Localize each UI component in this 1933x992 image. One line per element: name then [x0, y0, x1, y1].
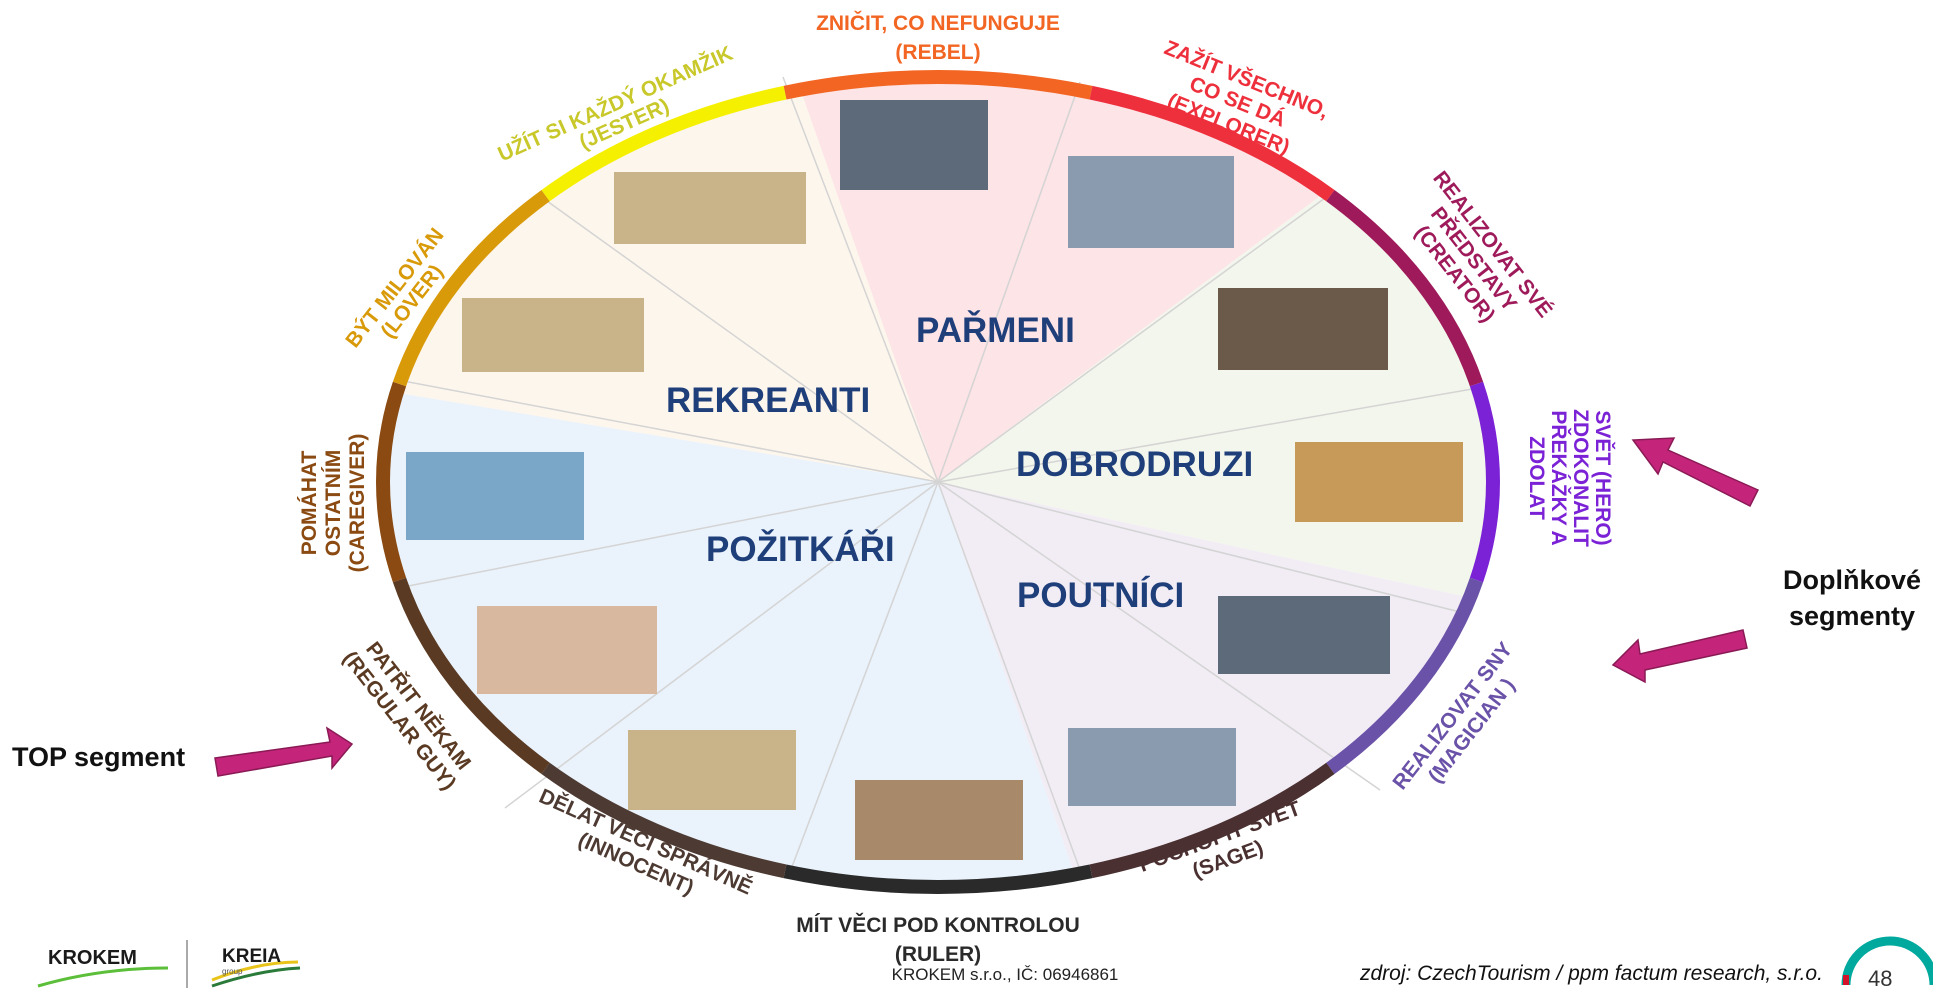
archetype-caregiver-label-2: OSTATNÍM — [322, 450, 345, 557]
segment-poutnici: POUTNÍCI — [1017, 575, 1184, 615]
photo-jacuzzi-family — [406, 452, 584, 540]
kreia-logo-subtitle: group — [222, 967, 243, 976]
rim-arc-jester — [541, 85, 787, 202]
rim-arc-explorer — [1089, 85, 1335, 202]
rim-arc-sage — [1089, 762, 1335, 879]
arrow-doplnkove-hero — [1631, 437, 1760, 508]
logo-swooshes — [37, 960, 301, 988]
photo-party — [840, 100, 988, 190]
photo-family-beach — [628, 730, 796, 810]
top-segment-annotation: TOP segment — [12, 742, 186, 772]
photo-seniors — [1068, 728, 1236, 806]
rim-arc-creator — [1326, 189, 1484, 387]
segment-pozitkari: POŽITKÁŘI — [706, 529, 895, 569]
segment-rekreanti: REKREANTI — [666, 381, 870, 420]
photos — [406, 100, 1463, 860]
segment-dobrodruzi: DOBRODRUZI — [1016, 445, 1253, 484]
wheel-spokes — [397, 76, 1479, 873]
company-info: KROKEM s.r.o., IČ: 06946861 — [891, 965, 1119, 984]
rim-arc-hero — [1469, 381, 1500, 583]
rim-arc-lover — [392, 189, 550, 387]
archetype-hero-label-3: ZDOKONALIT — [1569, 409, 1592, 547]
rim-arc-regular — [392, 577, 550, 775]
archetype-caregiver-label: POMÁHAT — [298, 451, 321, 556]
rim-arc-ruler — [783, 864, 1093, 894]
archetype-rebel-name: (REBEL) — [895, 41, 980, 64]
rim-arc-caregiver — [376, 381, 407, 583]
source-note: zdroj: CzechTourism / ppm factum researc… — [1360, 962, 1823, 985]
photo-bridge-group — [1068, 156, 1234, 248]
arrows — [214, 437, 1760, 777]
page-badge — [1841, 936, 1933, 986]
krokem-logo: KROKEM — [48, 947, 137, 969]
photo-massage — [477, 606, 657, 694]
arrow-doplnkove-magician — [1611, 629, 1748, 684]
photo-selfie-couple — [462, 298, 644, 372]
doplnkove-line-1: Doplňkové — [1782, 565, 1922, 595]
doplnkove-segmenty-annotation: Doplňkové segmenty — [1752, 562, 1933, 634]
rim-arc-innocent — [541, 762, 787, 879]
doplnkove-line-2: segmenty — [1788, 601, 1916, 631]
segment-parmeni: PAŘMENI — [916, 310, 1075, 350]
arrow-top-segment — [214, 726, 354, 777]
archetype-hero-label-2: PŘEKÁŽKY A — [1547, 410, 1571, 545]
rim-arc-rebel — [783, 70, 1093, 100]
photo-travellers-seat — [1218, 596, 1390, 674]
photo-hiker-sunset — [1218, 288, 1388, 370]
archetype-rebel-label: ZNIČIT, CO NEFUNGUJE — [816, 11, 1060, 35]
photo-spa-bath — [855, 780, 1023, 860]
photo-beach-couple — [614, 172, 806, 244]
rim-arc-magician — [1326, 577, 1484, 775]
archetype-caregiver-name: (CAREGIVER) — [346, 434, 369, 573]
archetype-ruler-label: MÍT VĚCI POD KONTROLOU — [796, 913, 1080, 937]
archetype-hero-label: ZDOLAT — [1525, 436, 1548, 520]
kreia-logo: KREIA — [222, 946, 282, 967]
archetype-ruler-name: (RULER) — [895, 943, 981, 966]
logo-divider — [186, 940, 188, 988]
page-number: 48 — [1868, 966, 1893, 991]
photo-desert — [1295, 442, 1463, 522]
wheel-rim — [376, 70, 1500, 894]
archetype-hero-name: SVĚT (HERO) — [1591, 410, 1615, 545]
